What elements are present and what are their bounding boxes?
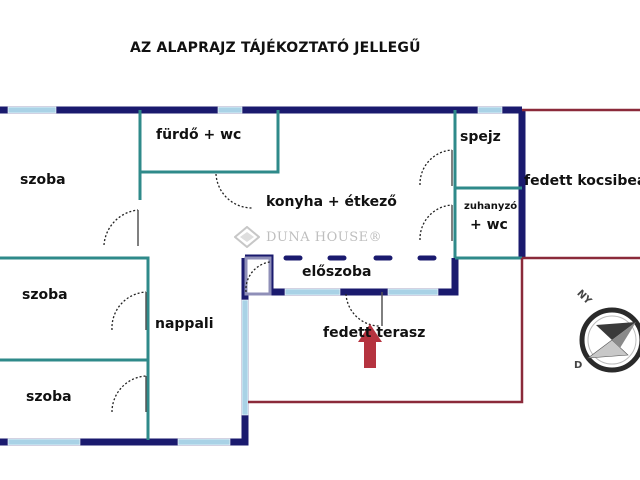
wall-furdo <box>138 110 280 174</box>
door-szoba-top <box>103 209 139 246</box>
watermark-text: DUNA HOUSE® <box>266 229 383 245</box>
compass-icon <box>579 307 640 373</box>
label-zuhanyzo-wc: + wc <box>470 217 508 233</box>
entrance-arrow-icon <box>358 324 382 368</box>
label-spejz: spejz <box>460 129 501 145</box>
wall-szoba-divider-1 <box>0 256 150 440</box>
door-terasz <box>345 293 381 327</box>
window-bottom-right <box>177 438 231 446</box>
window-nappali-side <box>241 299 249 416</box>
entry-door-arc <box>245 261 271 293</box>
door-spejz <box>419 149 453 186</box>
boundary-terasz <box>248 258 524 404</box>
label-eloszoba: előszoba <box>302 264 372 280</box>
window-entry-right <box>387 288 439 296</box>
label-zuhanyzo: zuhanyzó <box>464 201 518 212</box>
label-szoba-bottom: szoba <box>26 389 72 405</box>
entry-door <box>244 256 272 296</box>
window-top-spejz <box>477 106 503 114</box>
watermark: DUNA HOUSE® <box>234 226 382 248</box>
window-top-left <box>7 106 57 114</box>
arrow-shaft <box>364 340 376 368</box>
label-furdo-wc: fürdő + wc <box>156 127 242 143</box>
label-konyha: konyha + étkező <box>266 194 397 210</box>
arrow-head <box>358 324 382 342</box>
door-leaves <box>137 150 453 412</box>
compass-needle-dark <box>596 322 636 340</box>
window-top-furdo <box>217 106 243 114</box>
inner-walls <box>0 110 522 440</box>
boundary-lines <box>248 108 640 404</box>
duna-house-logo-icon <box>234 226 260 248</box>
compass-needle-tip <box>612 322 636 348</box>
outer-wall-bottom <box>0 258 249 446</box>
door-szoba-bottom <box>111 375 147 413</box>
window-entry-left <box>284 288 341 296</box>
door-zuhanyzo <box>419 204 453 241</box>
label-nappali: nappali <box>155 316 214 332</box>
compass-label-d: D <box>574 360 583 371</box>
doors <box>103 149 453 413</box>
plan-title: AZ ALAPRAJZ TÁJÉKOZTATÓ JELLEGŰ <box>130 40 421 56</box>
door-furdo <box>215 173 253 209</box>
door-szoba-middle <box>111 291 147 331</box>
label-szoba-middle: szoba <box>22 287 68 303</box>
window-bottom-left <box>7 438 81 446</box>
label-fedett-kocsibeallo: fedett kocsibeá <box>524 173 640 189</box>
label-szoba-top: szoba <box>20 172 66 188</box>
windows <box>7 106 503 446</box>
label-fedett-terasz: fedett terasz <box>323 325 426 341</box>
